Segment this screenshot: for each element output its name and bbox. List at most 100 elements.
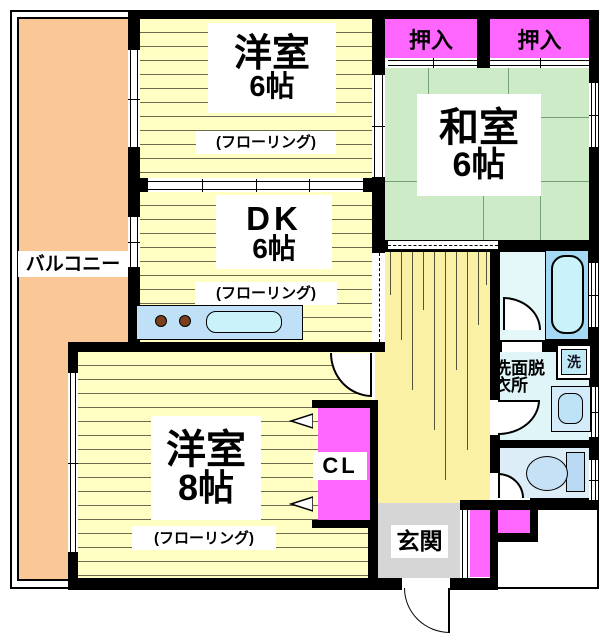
label-dk-note: (フローリング) <box>195 282 337 305</box>
stove-burner-icon <box>155 315 167 327</box>
hallway-lower <box>375 352 490 503</box>
oshiire-left-label: 押入 <box>408 27 453 53</box>
wall-segment <box>128 178 148 192</box>
sliding-door-oshiire-left <box>388 58 477 68</box>
label-western8-note: (フローリング) <box>132 526 276 550</box>
balcony-label: バルコニー <box>25 253 121 275</box>
oshiire-right: 押入 <box>490 19 589 58</box>
sliding-partition-western6-dk <box>148 179 363 192</box>
wall-segment <box>530 508 538 542</box>
hall-hatch <box>456 250 457 370</box>
wall-segment <box>312 520 378 528</box>
floor-note: (フローリング) <box>216 134 316 151</box>
window-dk <box>128 217 140 267</box>
wall-segment <box>490 508 498 590</box>
hall-hatch <box>401 250 402 340</box>
wall-segment <box>68 342 385 352</box>
balcony-area <box>19 19 128 345</box>
tatami-line <box>483 181 484 240</box>
wall-segment <box>530 498 598 510</box>
door-front <box>404 588 450 633</box>
hall-hatch <box>390 250 391 295</box>
label-washroom: 洗面脱 衣所 <box>494 355 560 399</box>
room-name: 洋室 <box>233 32 310 75</box>
room-name: 洋室 <box>166 428 246 472</box>
hall-hatch <box>434 250 435 430</box>
washing-machine-inner: 洗 <box>561 349 587 375</box>
room-size: 6帖 <box>452 146 506 184</box>
hall-hatch <box>412 250 413 390</box>
wall-segment <box>490 533 538 542</box>
wall-segment <box>128 19 140 50</box>
hall-hatch <box>467 250 468 450</box>
wall-segment <box>363 178 385 192</box>
balcony-outline-left <box>17 17 19 581</box>
wall-segment <box>312 400 378 408</box>
wall-segment <box>68 578 498 590</box>
sliding-door-japanese-hall <box>388 241 498 249</box>
hall-hatch <box>423 250 424 310</box>
wall-segment <box>368 520 378 580</box>
wall-segment <box>490 435 500 473</box>
wall-segment <box>128 10 598 19</box>
hall-hatch <box>478 250 479 325</box>
hall-hatch <box>445 250 446 480</box>
label-closet: CL <box>313 452 367 480</box>
sliding-door-oshiire-right <box>490 58 589 68</box>
washroom-label-line2: 衣所 <box>494 376 528 395</box>
tatami-line <box>540 181 541 240</box>
window-western8 <box>68 373 78 552</box>
stove-burner-icon <box>179 315 191 327</box>
toilet-tank <box>566 452 585 492</box>
bathroom-door-gap <box>502 342 542 352</box>
entrance-label: 玄関 <box>396 528 443 554</box>
laundry-label: 洗 <box>567 354 581 370</box>
label-entrance: 玄関 <box>391 525 448 558</box>
wall-segment <box>589 327 598 387</box>
window-bathroom <box>589 263 598 327</box>
wall-segment <box>68 352 78 373</box>
balcony-outline-bottom <box>17 579 70 581</box>
hallway-upper <box>385 248 490 352</box>
washroom-label-line1: 洗面脱 <box>494 359 545 378</box>
entrance-storage <box>498 508 530 533</box>
balcony-area-lower <box>19 345 68 579</box>
wall-segment <box>589 147 598 263</box>
wall-segment <box>589 19 598 83</box>
entrance-step-lines <box>460 510 470 578</box>
floor-note: (フローリング) <box>154 529 254 547</box>
oshiire-left: 押入 <box>385 19 477 58</box>
window-western6 <box>128 50 140 147</box>
folding-door-marker-icon <box>289 413 313 429</box>
wall-segment <box>589 437 598 460</box>
bathtub-icon <box>551 255 584 334</box>
balcony-outline-top <box>17 17 130 19</box>
label-japanese: 和室 6帖 <box>417 94 541 196</box>
toilet-bowl-icon <box>526 456 568 491</box>
room-size: 6帖 <box>252 232 296 264</box>
label-western6: 洋室 6帖 <box>208 23 336 113</box>
room-name: DK <box>246 199 302 237</box>
hall-hatch <box>486 250 487 285</box>
oshiire-right-label: 押入 <box>517 27 562 53</box>
label-dk: DK 6帖 <box>216 195 332 269</box>
folding-door-marker-icon <box>289 496 313 512</box>
window-toilet <box>589 460 598 500</box>
wall-segment <box>477 10 490 68</box>
label-western8: 洋室 8帖 <box>151 416 261 520</box>
tatami-line <box>508 68 509 117</box>
room-size: 8帖 <box>177 467 235 508</box>
shoe-cabinet <box>470 510 490 577</box>
window-japanese <box>589 83 598 147</box>
passage-dk-hall <box>372 253 385 342</box>
label-balcony: バルコニー <box>18 251 128 277</box>
room-name: 和室 <box>439 106 519 150</box>
front-door-gap <box>402 578 450 590</box>
sliding-door-western6-japanese <box>372 75 385 177</box>
room-size: 6帖 <box>249 70 295 103</box>
wall-segment <box>68 552 78 590</box>
wall-segment <box>490 440 598 448</box>
wall-segment <box>370 400 378 528</box>
washing-machine-icon: 洗 <box>556 344 592 380</box>
